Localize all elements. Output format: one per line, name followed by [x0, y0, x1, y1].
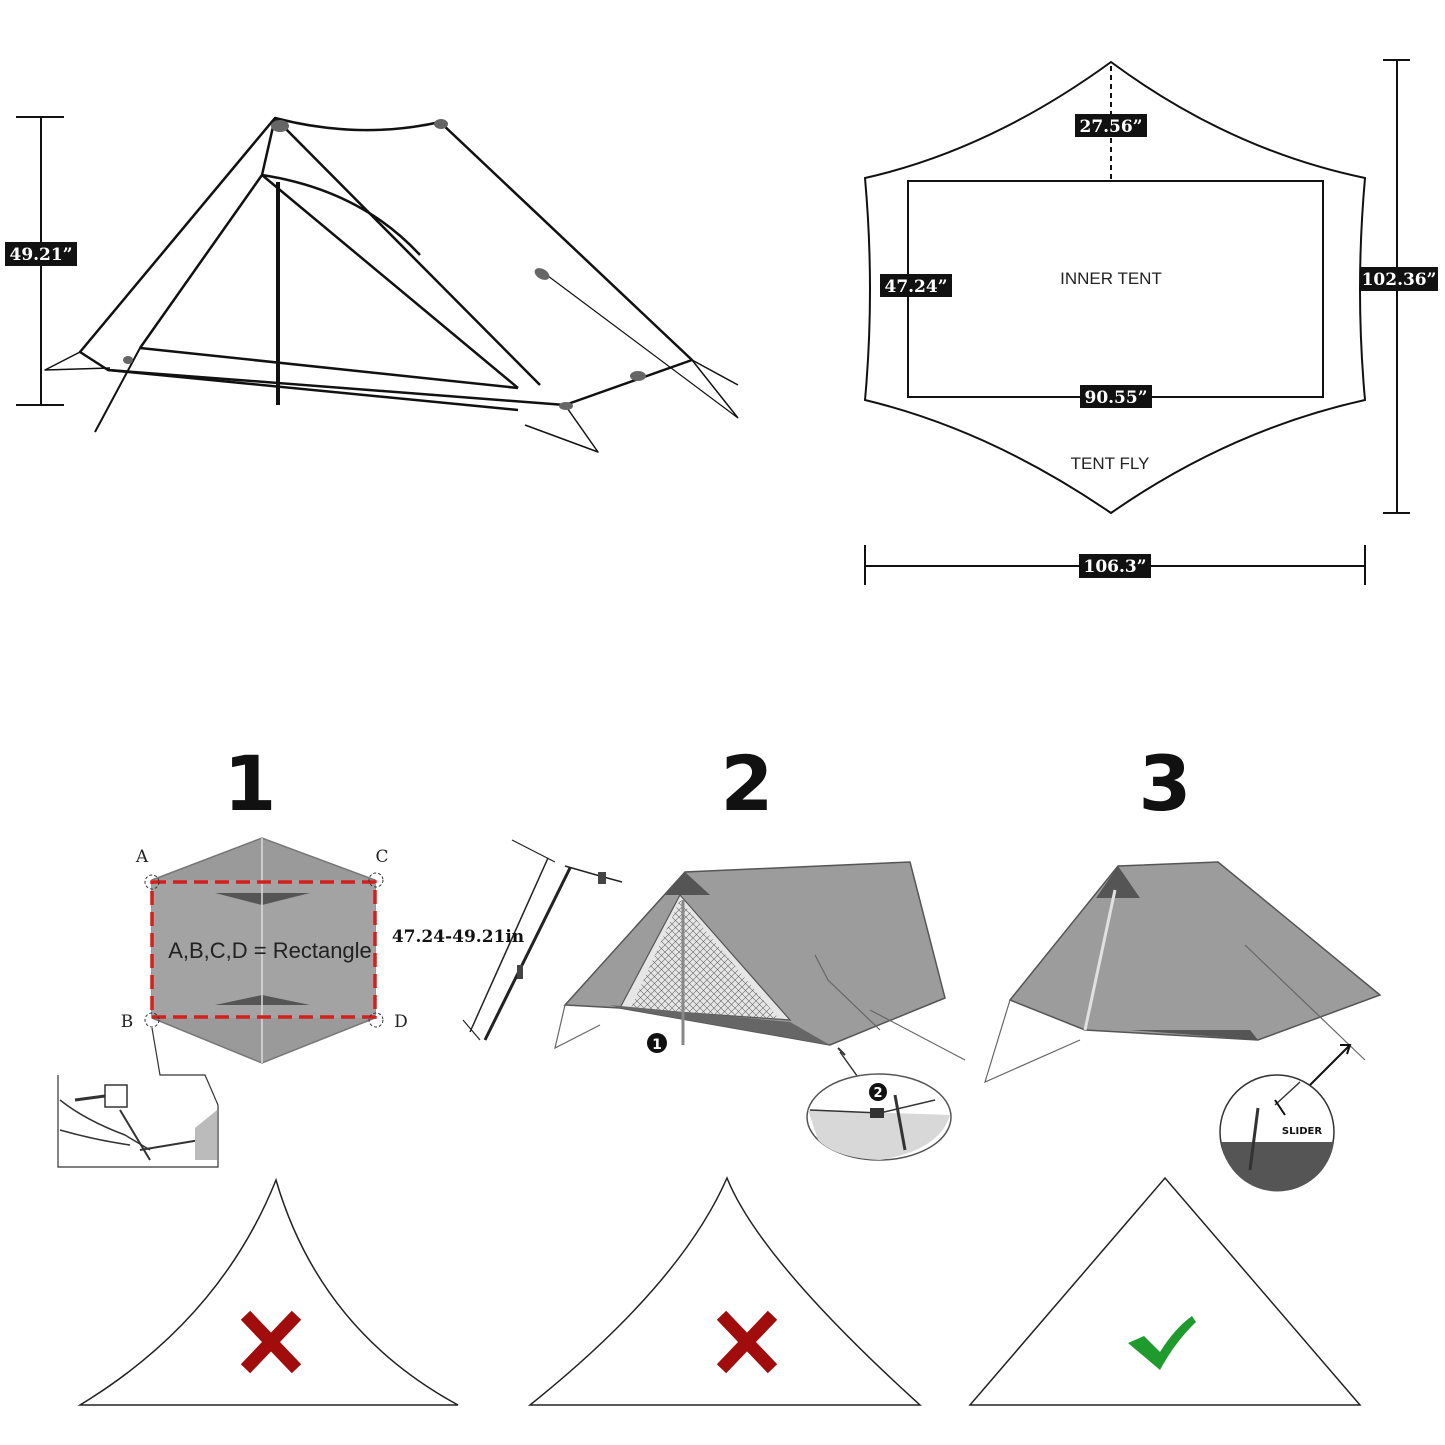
corner-a: A: [135, 847, 149, 867]
corner-b: B: [121, 1012, 134, 1032]
tent-fly-label: TENT FLY: [1071, 454, 1150, 473]
svg-text:1: 1: [652, 1037, 662, 1053]
pitch-example-2: [527, 1176, 922, 1406]
tent-fly-outline: [863, 60, 1367, 515]
step-1-number: 1: [224, 739, 277, 828]
inner-width-dimension: 47.24”: [880, 274, 952, 297]
total-width-label: 106.3”: [1083, 557, 1146, 577]
cross-icon: [716, 1310, 778, 1374]
check-icon: [1128, 1316, 1196, 1370]
pole-height-label: 47.24-49.21in: [392, 927, 524, 947]
slider-label: SLIDER: [1282, 1126, 1322, 1137]
step-3-number: 3: [1139, 739, 1192, 828]
stake-inset: [57, 1027, 219, 1168]
height-dimension: 49.21”: [5, 116, 77, 406]
total-width-dimension: 106.3”: [864, 545, 1366, 585]
top-gap-label: 27.56”: [1079, 117, 1142, 137]
total-length-dimension: 102.36”: [1360, 59, 1438, 514]
cross-icon: [240, 1310, 302, 1374]
marker-2: 2: [873, 1086, 882, 1101]
rectangle-note: A,B,C,D = Rectangle: [168, 938, 372, 963]
corner-d: D: [394, 1012, 408, 1032]
pole-length-diagram: [462, 839, 623, 1041]
pitch-example-1: [77, 1177, 459, 1406]
inner-length-label: 90.55”: [1084, 388, 1147, 408]
rectangle-guide: [150, 880, 377, 1019]
tent-side-view: [44, 116, 739, 453]
step-2-number: 2: [721, 739, 774, 828]
inner-width-label: 47.24”: [884, 277, 947, 297]
step-2-tent: [554, 861, 966, 1061]
marker-1: 1: [647, 1033, 667, 1053]
pitch-example-3: [968, 1176, 1362, 1406]
step-2-stake-inset: 2: [806, 1051, 952, 1161]
step-1-footprint: [144, 837, 384, 1064]
inner-tent-label: INNER TENT: [1060, 269, 1162, 288]
tent-side-view-attachments: [123, 119, 646, 410]
total-length-label: 102.36”: [1362, 270, 1437, 290]
step-3-slider-inset: SLIDER: [1219, 1074, 1335, 1192]
step-3-tent: [984, 861, 1382, 1086]
top-gap-dimension: 27.56”: [1075, 114, 1147, 137]
inner-length-dimension: 90.55”: [1080, 385, 1152, 408]
inner-tent-outline: [907, 180, 1324, 398]
corner-c: C: [375, 847, 388, 867]
height-label: 49.21”: [9, 245, 72, 265]
